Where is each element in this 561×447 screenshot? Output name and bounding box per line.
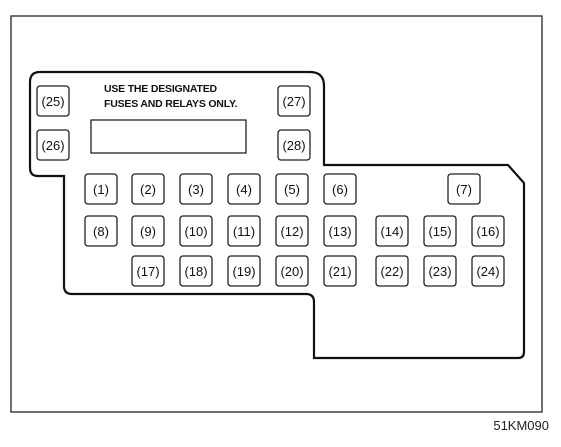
fuse-slot-7	[447, 173, 481, 205]
fuse-slot-10	[179, 215, 213, 247]
fuse-slot-1	[84, 173, 118, 205]
fuse-label-27: (27)	[282, 94, 305, 109]
fuse-label-25: (25)	[41, 94, 64, 109]
fuse-slot-26	[36, 129, 70, 161]
fuse-label-23: (23)	[428, 264, 451, 279]
fuse-slot-4	[227, 173, 261, 205]
fuse-slot-24	[471, 255, 505, 287]
fuse-slot-14	[375, 215, 409, 247]
fuse-label-18: (18)	[184, 264, 207, 279]
fuse-label-20: (20)	[280, 264, 303, 279]
fuse-label-5: (5)	[284, 182, 300, 197]
fuse-slot-5	[275, 173, 309, 205]
fuse-label-16: (16)	[476, 224, 499, 239]
fuse-label-24: (24)	[476, 264, 499, 279]
fuse-label-10: (10)	[184, 224, 207, 239]
fuse-label-11: (11)	[233, 224, 255, 239]
fuse-label-26: (26)	[41, 138, 64, 153]
notice-line-2: FUSES AND RELAYS ONLY.	[104, 98, 238, 110]
fuse-slot-9	[131, 215, 165, 247]
notice-line-1: USE THE DESIGNATED	[104, 83, 218, 95]
fuse-label-7: (7)	[456, 182, 472, 197]
fuse-slot-20	[275, 255, 309, 287]
fuse-slot-6	[323, 173, 357, 205]
fuse-slot-12	[275, 215, 309, 247]
fuse-slot-11	[227, 215, 261, 247]
fuse-slot-3	[179, 173, 213, 205]
figure-code: 51KM090	[493, 418, 549, 433]
fuse-slot-18	[179, 255, 213, 287]
fuse-box-outline	[28, 70, 526, 360]
fuse-label-15: (15)	[428, 224, 451, 239]
fuse-label-19: (19)	[232, 264, 255, 279]
fuse-label-13: (13)	[328, 224, 351, 239]
fuse-label-9: (9)	[140, 224, 156, 239]
fuse-slot-28	[277, 129, 311, 161]
fuse-slot-22	[375, 255, 409, 287]
fuse-slots: (1) (2) (3) (4) (5) (6) (7) (8) (9) (10) (11) (12) (…	[36, 85, 505, 287]
fuse-label-2: (2)	[140, 182, 156, 197]
fuse-label-21: (21)	[328, 264, 351, 279]
fuse-box-diagram: USE THE DESIGNATED FUSES AND RELAYS ONLY…	[10, 15, 543, 413]
fuse-slot-8	[84, 215, 118, 247]
fuse-label-28: (28)	[282, 138, 305, 153]
fuse-slot-15	[423, 215, 457, 247]
fuse-label-17: (17)	[136, 264, 159, 279]
fuse-slot-2	[131, 173, 165, 205]
fuse-slot-13	[323, 215, 357, 247]
fuse-label-3: (3)	[188, 182, 204, 197]
fuse-slot-17	[131, 255, 165, 287]
fuse-label-6: (6)	[332, 182, 348, 197]
fuse-label-4: (4)	[236, 182, 252, 197]
fuse-label-8: (8)	[93, 224, 109, 239]
fuse-label-12: (12)	[280, 224, 303, 239]
label-window	[90, 119, 247, 154]
fuse-slot-21	[323, 255, 357, 287]
fuse-slot-16	[471, 215, 505, 247]
fuse-slot-23	[423, 255, 457, 287]
fuse-slot-27	[277, 85, 311, 117]
fuse-slot-25	[36, 85, 70, 117]
fuse-label-1: (1)	[93, 182, 109, 197]
fuse-label-22: (22)	[380, 264, 403, 279]
outer-frame	[10, 15, 543, 413]
fuse-label-14: (14)	[380, 224, 403, 239]
fuse-slot-19	[227, 255, 261, 287]
